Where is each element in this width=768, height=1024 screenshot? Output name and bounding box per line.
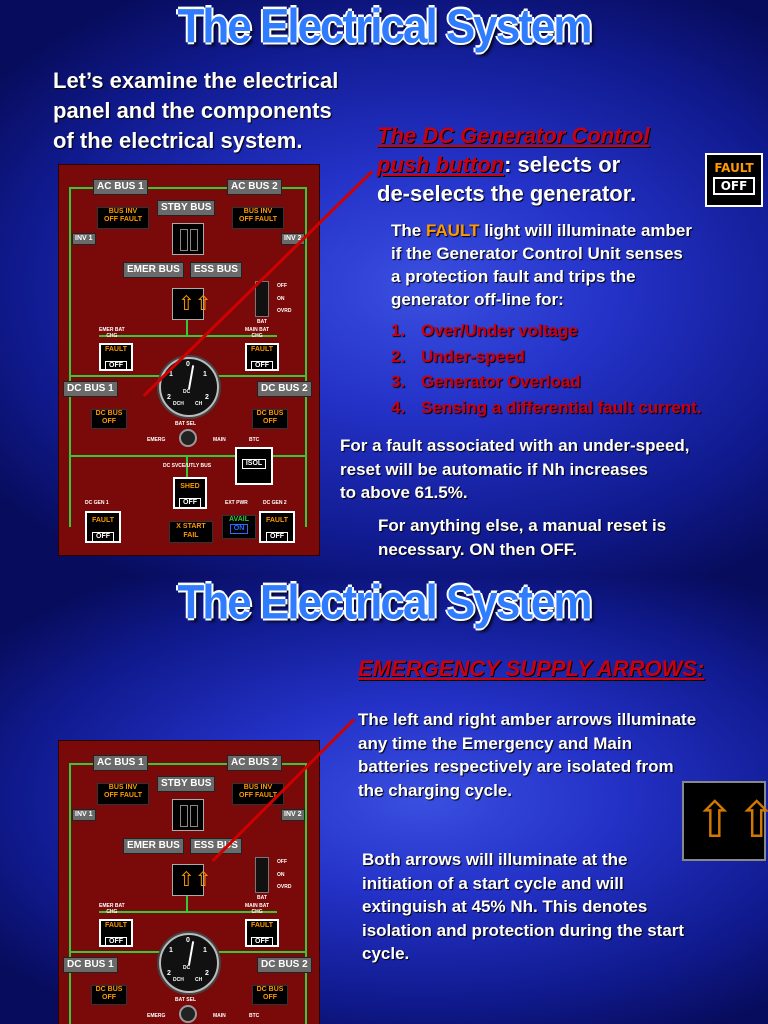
fault-off-button[interactable]: FAULT OFF — [705, 153, 763, 207]
list-item: 3.Generator Overload — [391, 372, 581, 391]
generator-control-heading: The DC Generator Control push button: se… — [377, 123, 650, 206]
bat-toggle-switch[interactable] — [255, 857, 269, 893]
up-arrows-icon: ⇧⇧ — [694, 791, 768, 849]
start-cycle-description: Both arrows will illuminate at the initi… — [362, 850, 685, 963]
list-item: 4.Sensing a differential fault current. — [391, 397, 702, 417]
isol-button[interactable]: ISOL — [235, 447, 273, 485]
up-arrow-icon: ⇧⇧ — [178, 869, 212, 891]
list-item: 2.Under-speed — [391, 346, 525, 366]
fault-causes-list: 1.Over/Under voltage 2.Under-speed 3.Gen… — [391, 318, 702, 420]
dc-bus-1-label: DC BUS 1 — [63, 957, 118, 973]
ext-pwr-avail-button[interactable]: AVAIL ON — [222, 515, 256, 539]
gauge-needle — [188, 365, 195, 390]
gauge-needle — [188, 941, 195, 966]
manual-reset-text: For anything else, a manual reset is nec… — [378, 516, 667, 559]
emergency-supply-arrows: ⇧⇧ — [172, 288, 212, 320]
ac-bus-1-label: AC BUS 1 — [93, 179, 148, 195]
slide-1: The Electrical System Let’s examine the … — [0, 0, 768, 576]
fault-light-description: The FAULT light will illuminate amber if… — [391, 221, 693, 309]
inv-1-label: INV 1 — [72, 233, 96, 245]
intro-text: Let’s examine the electrical panel and t… — [53, 68, 339, 153]
battery-gauge: 0 1 1 2 2 DC DCH CH — [159, 933, 219, 993]
dc-bus-2-label: DC BUS 2 — [257, 957, 312, 973]
emergency-supply-arrows: ⇧⇧ — [172, 864, 212, 896]
stby-bus-label: STBY BUS — [157, 776, 216, 792]
slide-title: The Electrical System — [177, 576, 593, 630]
arrows-description: The left and right amber arrows illumina… — [358, 710, 697, 800]
up-arrow-icon: ⇧⇧ — [178, 293, 212, 315]
stby-switch[interactable] — [172, 223, 204, 255]
emer-bus-label: EMER BUS — [123, 838, 184, 854]
emergency-arrows-heading: EMERGENCY SUPPLY ARROWS: — [358, 656, 705, 681]
ac-bus-2-label: AC BUS 2 — [227, 755, 282, 771]
arrows-indicator-enlarged: ⇧⇧ — [682, 781, 768, 861]
ac-bus-1-label: AC BUS 1 — [93, 755, 148, 771]
stby-bus-label: STBY BUS — [157, 200, 216, 216]
list-item: 1.Over/Under voltage — [391, 321, 578, 340]
ac-bus-2-label: AC BUS 2 — [227, 179, 282, 195]
stby-switch[interactable] — [172, 799, 204, 831]
emer-bus-label: EMER BUS — [123, 262, 184, 278]
dc-svce-bus-label: DC SVCE/UTLY BUS — [163, 463, 212, 469]
auto-reset-text: For a fault associated with an under-spe… — [340, 436, 690, 502]
slide-title: The Electrical System — [177, 0, 593, 54]
inv-2-label: INV 2 — [281, 809, 305, 821]
bat-sel-knob[interactable] — [179, 429, 197, 447]
ess-bus-label: ESS BUS — [190, 262, 242, 278]
bat-sel-label: BAT SEL — [175, 421, 197, 427]
bat-sel-knob[interactable] — [179, 1005, 197, 1023]
dc-bus-2-label: DC BUS 2 — [257, 381, 312, 397]
battery-gauge: 0 1 1 2 2 DC DCH CH — [159, 357, 219, 417]
dc-bus-1-label: DC BUS 1 — [63, 381, 118, 397]
slide-2: The Electrical System EMERGENCY SUPPLY A… — [0, 576, 768, 1024]
inv-1-label: INV 1 — [72, 809, 96, 821]
